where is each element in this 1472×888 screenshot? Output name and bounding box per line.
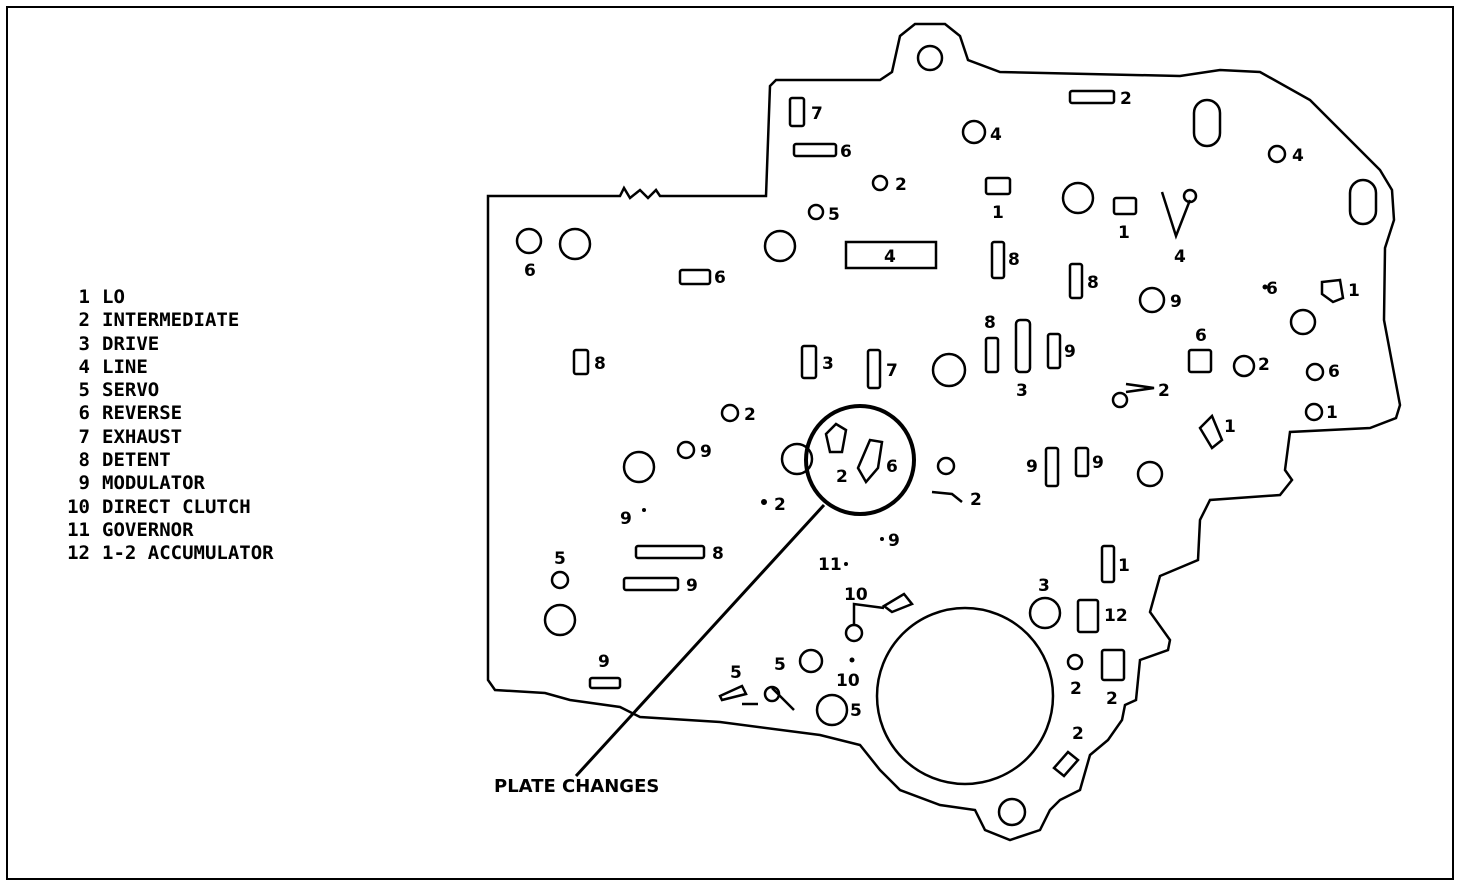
svg-text:2: 2 bbox=[774, 495, 786, 515]
svg-text:9: 9 bbox=[686, 576, 698, 596]
svg-text:5: 5 bbox=[730, 663, 742, 683]
svg-text:1: 1 bbox=[992, 203, 1004, 223]
svg-text:10: 10 bbox=[836, 671, 860, 691]
svg-text:4: 4 bbox=[990, 125, 1002, 145]
svg-text:3: 3 bbox=[1016, 381, 1028, 401]
svg-text:1: 1 bbox=[1224, 417, 1236, 437]
svg-text:3: 3 bbox=[822, 354, 834, 374]
svg-text:8: 8 bbox=[984, 313, 996, 333]
svg-text:5: 5 bbox=[774, 655, 786, 675]
svg-text:8: 8 bbox=[594, 354, 606, 374]
svg-text:2: 2 bbox=[836, 467, 848, 487]
svg-text:9: 9 bbox=[598, 652, 610, 672]
svg-text:9: 9 bbox=[1092, 453, 1104, 473]
svg-text:3: 3 bbox=[1038, 576, 1050, 596]
callout-leader bbox=[574, 503, 826, 778]
svg-text:6: 6 bbox=[1195, 326, 1207, 346]
large-bore bbox=[875, 606, 1055, 786]
svg-text:4: 4 bbox=[1174, 247, 1186, 267]
diagram-frame bbox=[6, 6, 1454, 880]
svg-text:8: 8 bbox=[712, 544, 724, 564]
svg-text:4: 4 bbox=[884, 247, 896, 267]
svg-text:9: 9 bbox=[1026, 457, 1038, 477]
svg-text:7: 7 bbox=[886, 361, 898, 381]
svg-text:2: 2 bbox=[1158, 381, 1170, 401]
svg-text:2: 2 bbox=[1258, 355, 1270, 375]
svg-text:8: 8 bbox=[1008, 250, 1020, 270]
svg-text:6: 6 bbox=[1328, 362, 1340, 382]
plate-changes-callout: PLATE CHANGES bbox=[494, 776, 660, 797]
svg-text:11: 11 bbox=[818, 555, 842, 575]
svg-text:1: 1 bbox=[1326, 403, 1338, 423]
svg-text:2: 2 bbox=[744, 405, 756, 425]
svg-text:6: 6 bbox=[524, 261, 536, 281]
plate-outline bbox=[486, 22, 1402, 842]
svg-text:7: 7 bbox=[811, 104, 823, 124]
svg-text:12: 12 bbox=[1104, 606, 1128, 626]
svg-text:8: 8 bbox=[1087, 273, 1099, 293]
svg-text:5: 5 bbox=[828, 205, 840, 225]
svg-text:6: 6 bbox=[714, 268, 726, 288]
svg-text:5: 5 bbox=[850, 701, 862, 721]
svg-text:2: 2 bbox=[1120, 89, 1132, 109]
svg-text:1: 1 bbox=[1118, 223, 1130, 243]
svg-text:1: 1 bbox=[1348, 281, 1360, 301]
svg-text:9: 9 bbox=[620, 509, 632, 529]
svg-text:10: 10 bbox=[844, 585, 868, 605]
svg-text:9: 9 bbox=[700, 442, 712, 462]
svg-text:2: 2 bbox=[895, 175, 907, 195]
svg-text:9: 9 bbox=[1170, 292, 1182, 312]
svg-text:1: 1 bbox=[1118, 556, 1130, 576]
svg-text:2: 2 bbox=[970, 490, 982, 510]
svg-text:6: 6 bbox=[840, 142, 852, 162]
svg-text:6: 6 bbox=[1266, 279, 1278, 299]
svg-text:6: 6 bbox=[886, 457, 898, 477]
svg-text:2: 2 bbox=[1106, 689, 1118, 709]
svg-text:5: 5 bbox=[554, 549, 566, 569]
svg-text:9: 9 bbox=[1064, 342, 1076, 362]
svg-text:2: 2 bbox=[1072, 724, 1084, 744]
plate-change-circle bbox=[804, 404, 916, 516]
svg-text:9: 9 bbox=[888, 531, 900, 551]
svg-text:2: 2 bbox=[1070, 679, 1082, 699]
svg-text:4: 4 bbox=[1292, 146, 1304, 166]
